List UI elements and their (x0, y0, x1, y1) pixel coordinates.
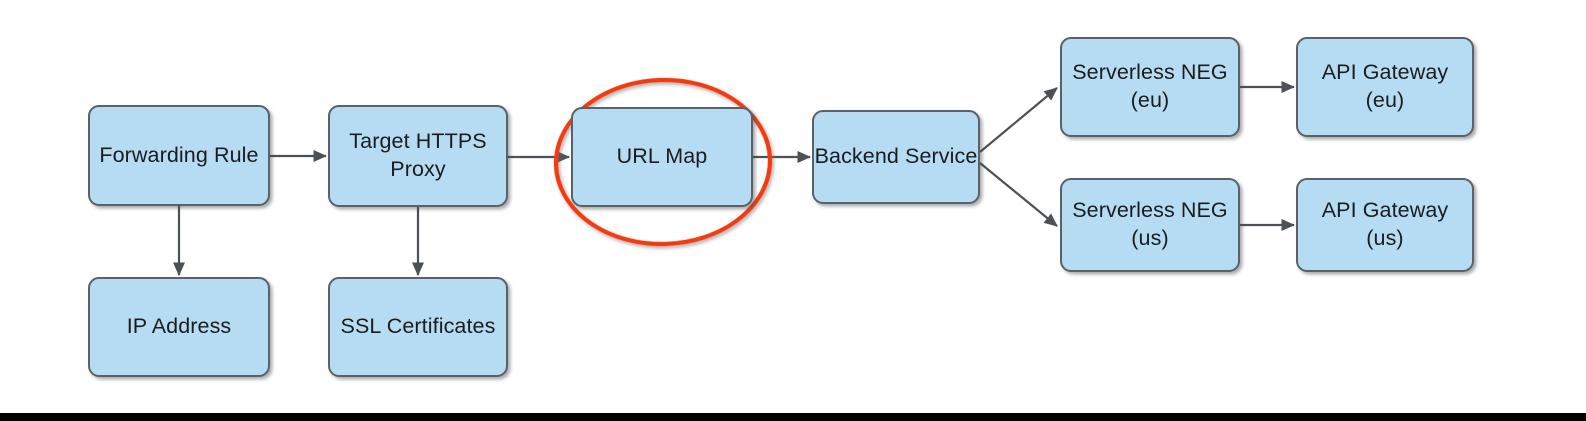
edge-backend-service-to-serverless-neg-us (979, 162, 1058, 227)
node-api-gateway-us[interactable]: API Gateway (us) (1296, 178, 1474, 272)
node-url-map[interactable]: URL Map (571, 107, 753, 207)
node-ip-address[interactable]: IP Address (88, 277, 270, 377)
node-forwarding-rule[interactable]: Forwarding Rule (88, 105, 270, 206)
url-map-highlight-ellipse (553, 77, 773, 247)
node-backend-service[interactable]: Backend Service (812, 110, 980, 204)
footer-bar (0, 413, 1586, 421)
node-api-gateway-eu[interactable]: API Gateway (eu) (1296, 37, 1474, 137)
node-serverless-neg-eu[interactable]: Serverless NEG (eu) (1060, 37, 1240, 137)
node-serverless-neg-us[interactable]: Serverless NEG (us) (1060, 178, 1240, 272)
node-ssl-certificates[interactable]: SSL Certificates (328, 277, 508, 377)
node-target-https-proxy[interactable]: Target HTTPS Proxy (328, 105, 508, 207)
edge-backend-service-to-serverless-neg-eu (979, 87, 1058, 153)
